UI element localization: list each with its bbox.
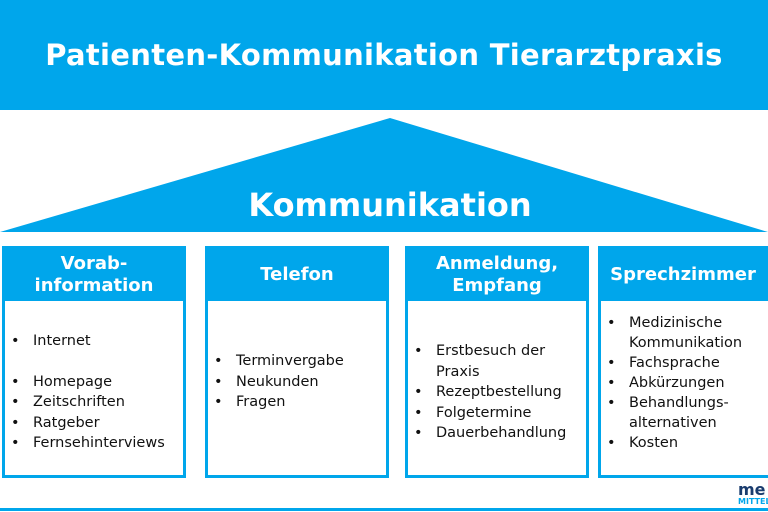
column-anmeldung-empfang: Anmeldung,Empfang Erstbesuch der Praxis …: [405, 246, 589, 478]
header-line: Empfang: [452, 275, 542, 296]
header-line: Vorab-: [60, 253, 128, 274]
list-item: Neukunden: [212, 372, 382, 393]
header-line: Telefon: [260, 264, 334, 285]
logo: me MITTELF: [738, 480, 768, 507]
column-header: Anmeldung,Empfang: [408, 249, 586, 301]
list-item: Behandlungs-alternativen: [605, 393, 754, 433]
roof-label: Kommunikation: [248, 186, 532, 224]
column-header: Telefon: [208, 249, 386, 301]
header-line: information: [34, 275, 154, 296]
list-item: Fachsprache: [605, 353, 765, 373]
list-item: Folgetermine: [412, 403, 582, 424]
list-item: Erstbesuch der Praxis: [412, 341, 556, 382]
roof-triangle: [0, 118, 768, 232]
list-item: Terminvergabe: [212, 351, 382, 372]
list-item: Zeitschriften: [9, 392, 179, 413]
list-item: Homepage: [9, 372, 179, 393]
list-item: Abkürzungen: [605, 373, 765, 393]
column-sprechzimmer: Sprechzimmer Medizinische Kommunikation …: [598, 246, 768, 478]
logo-subtext: MITTELF: [738, 497, 768, 506]
column-header: Vorab-information: [5, 249, 183, 301]
page-title: Patienten-Kommunikation Tierarztpraxis: [45, 38, 723, 72]
list-item: Medizinische Kommunikation: [605, 313, 754, 353]
list-item: Internet: [9, 331, 179, 352]
logo-text: me: [738, 480, 766, 499]
title-banner: Patienten-Kommunikation Tierarztpraxis: [0, 0, 768, 110]
list-item: Dauerbehandlung: [412, 423, 582, 444]
list-item: Fernsehinterviews: [9, 433, 179, 454]
column-header: Sprechzimmer: [601, 249, 768, 301]
list-item: Kosten: [605, 433, 765, 453]
list-item: Fragen: [212, 392, 382, 413]
column-telefon: Telefon Terminvergabe Neukunden Fragen: [205, 246, 389, 478]
bottom-divider: [0, 508, 768, 511]
list-item: Ratgeber: [9, 413, 179, 434]
roof-shape: [0, 118, 768, 232]
header-line: Sprechzimmer: [610, 264, 756, 285]
list-item: Rezeptbestellung: [412, 382, 582, 403]
column-vorabinformation: Vorab-information Internet Homepage Zeit…: [2, 246, 186, 478]
header-line: Anmeldung,: [435, 253, 559, 274]
